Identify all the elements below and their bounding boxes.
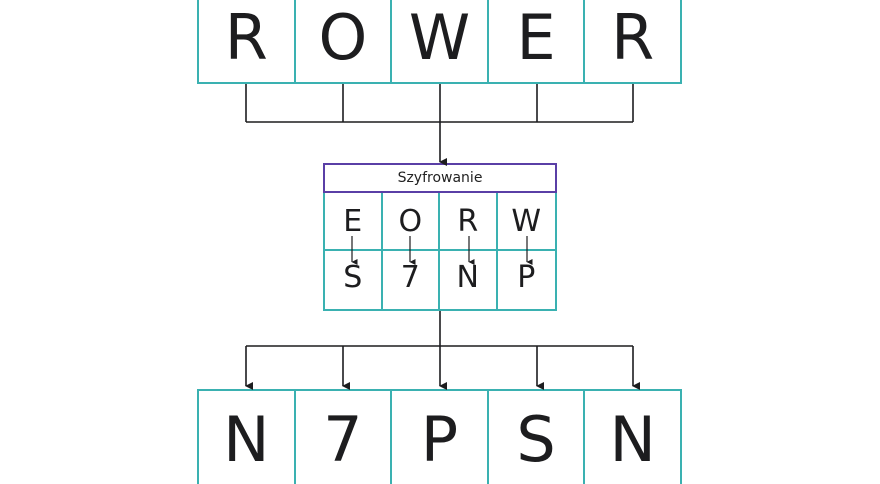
input-letter-5: R	[611, 1, 655, 74]
output-letter-5: N	[609, 402, 656, 476]
cipher-encoded-1: S	[325, 251, 383, 309]
cipher-encoded-4: P	[517, 260, 536, 295]
output-letter-1: N	[199, 391, 296, 484]
cipher-plain-2: O	[382, 193, 440, 251]
cipher-encoded-2: 7	[383, 251, 440, 309]
cipher-plain-4: W	[497, 193, 555, 251]
cipher-encoded-3: N	[440, 251, 498, 309]
input-letter-4: E	[489, 0, 586, 82]
output-word: N 7 P S N	[197, 389, 682, 484]
output-letter-2: 7	[296, 391, 393, 484]
input-letter-1: R	[199, 0, 296, 82]
output-letter-3: P	[392, 391, 489, 484]
input-letter-3: W	[392, 0, 489, 82]
input-word: R O W E R	[197, 0, 682, 84]
input-letter-2: O	[296, 0, 393, 82]
cipher-plain-1: E	[325, 193, 383, 251]
cipher-table: E O R W S 7 N P	[323, 193, 557, 311]
split-lines	[246, 311, 633, 347]
split-arrows	[245, 346, 640, 390]
output-letter-4: S	[489, 391, 586, 484]
cipher-arrows	[351, 236, 533, 265]
